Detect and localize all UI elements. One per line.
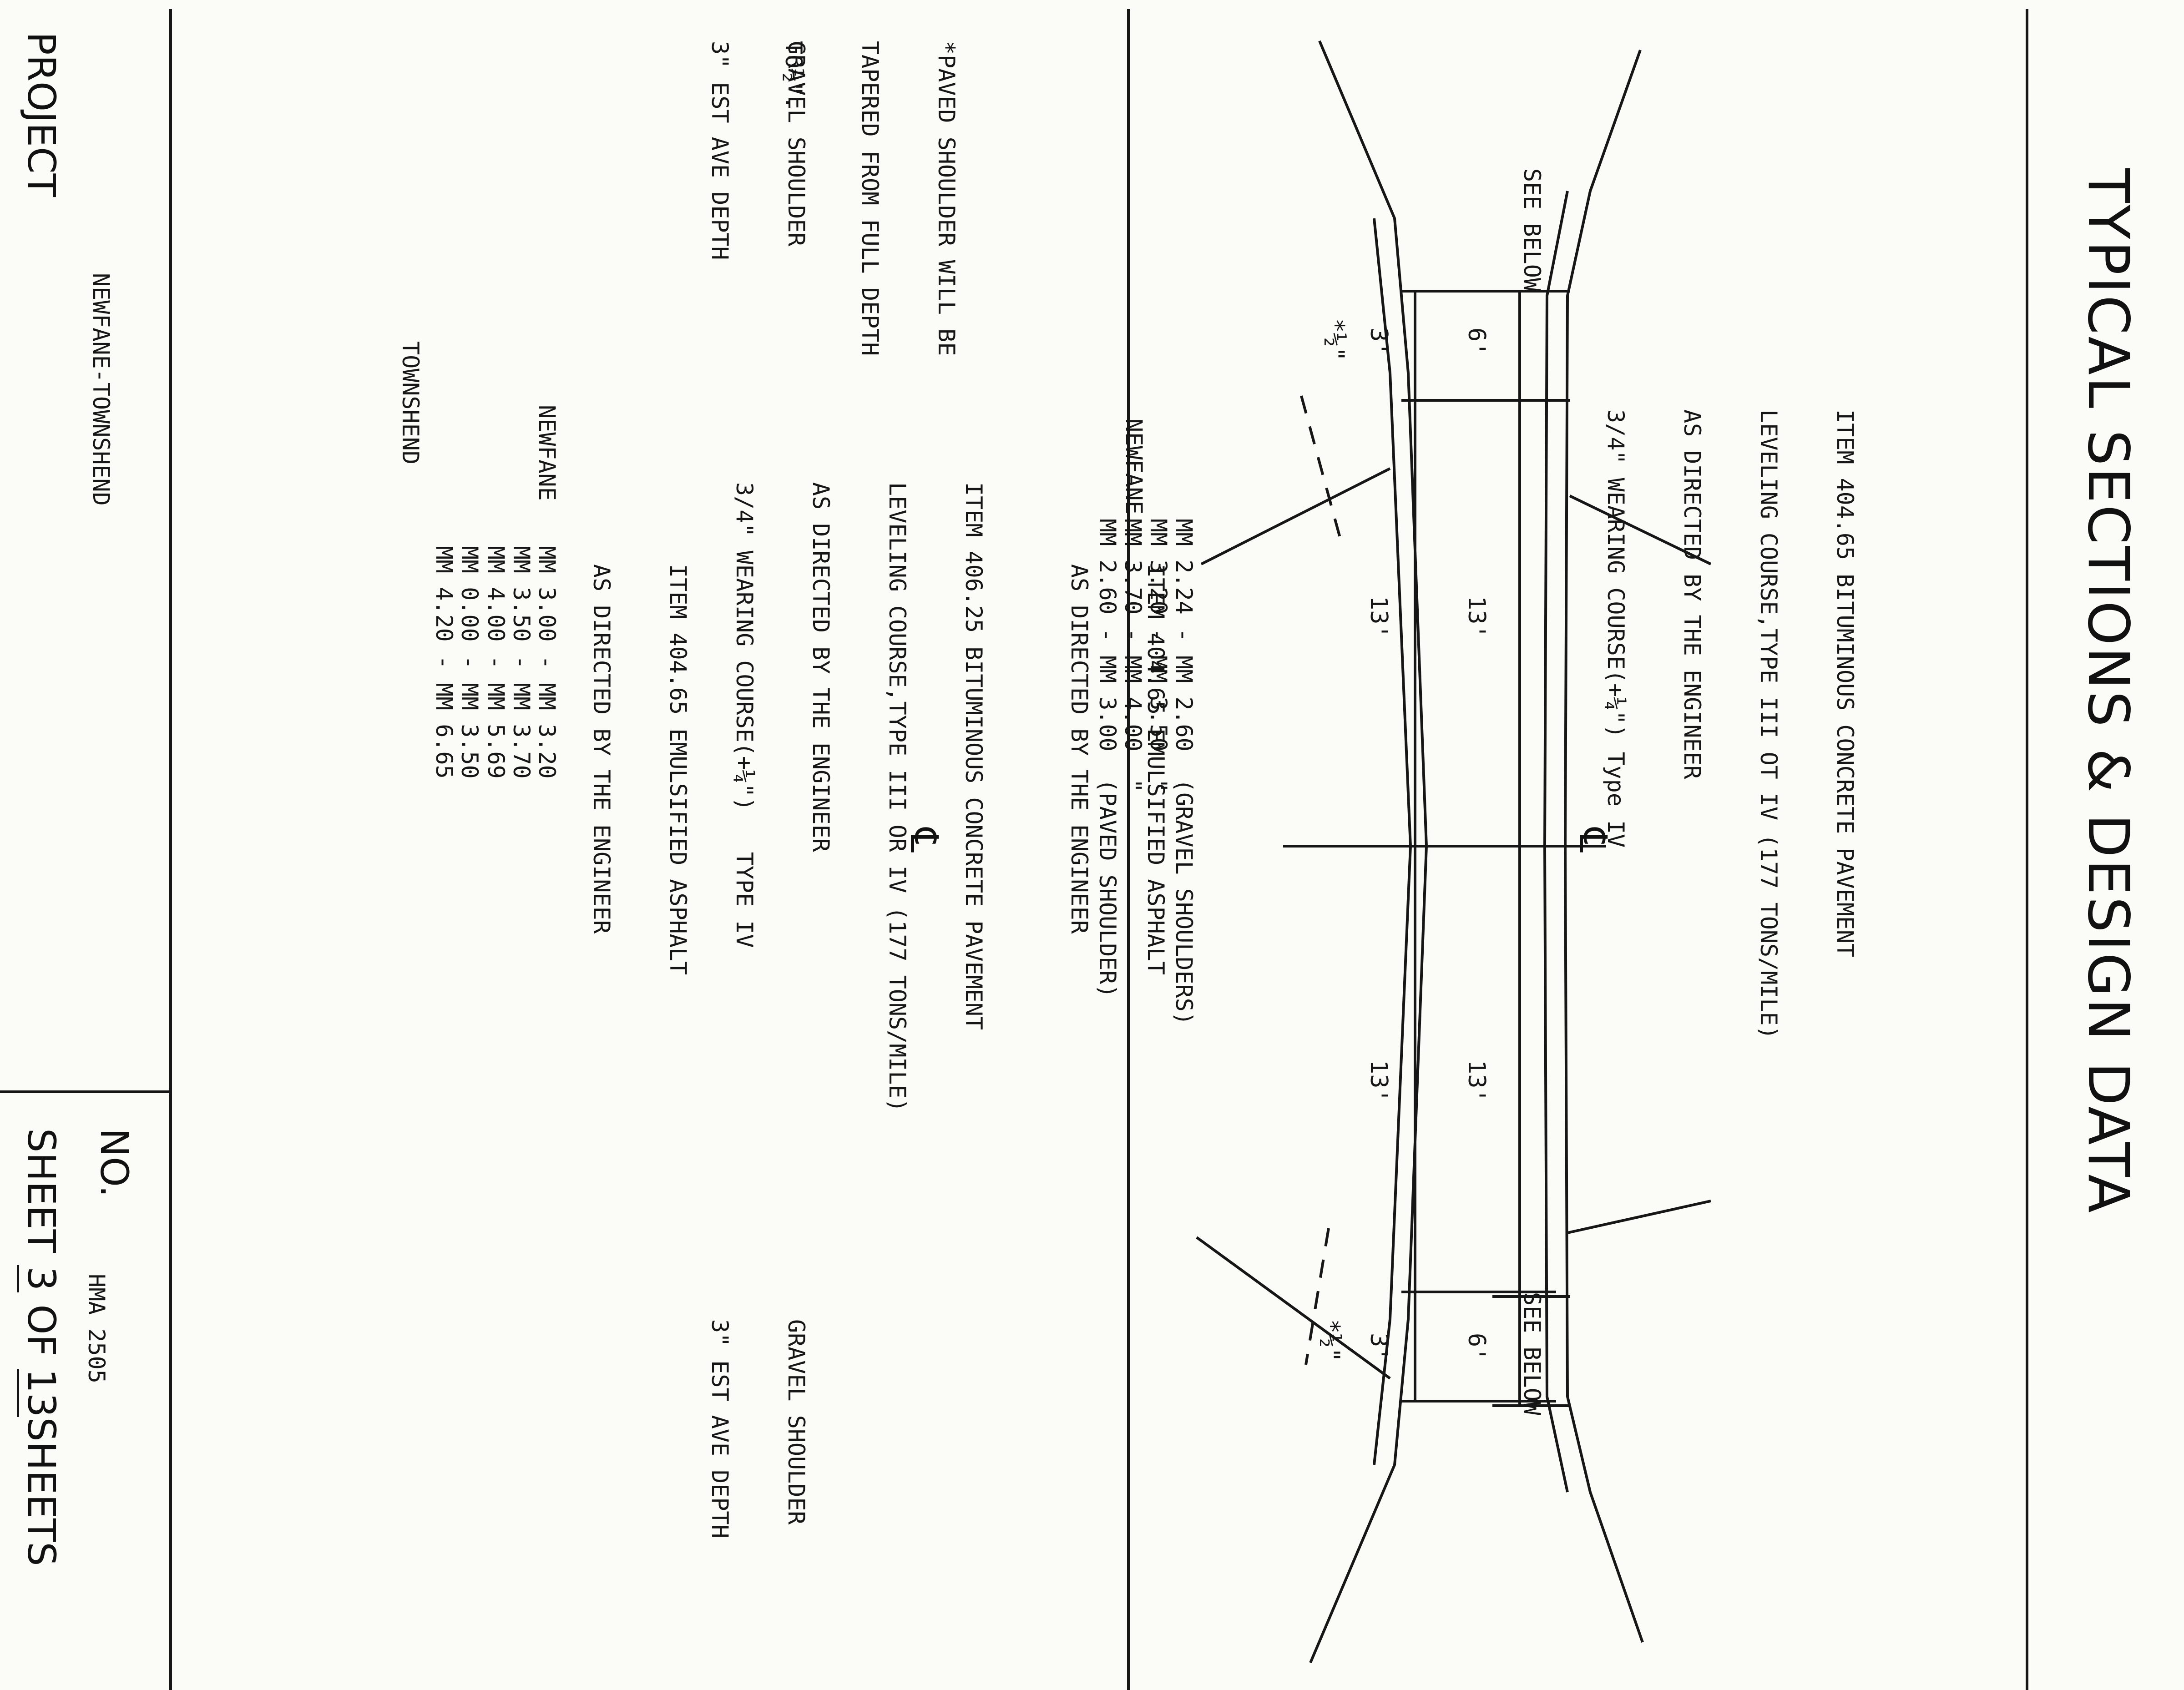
lower-leader-line: [1569, 494, 1712, 565]
upper-newfane-label: NEWFANE: [1121, 419, 1147, 515]
lower-townshend-label: TOWNSHEND: [397, 341, 424, 464]
note-line: ITEM 404.65 BITUMINOUS CONCRETE PAVEMENT: [1832, 409, 1858, 958]
note-line: 3" EST AVE DEPTH: [707, 41, 733, 260]
mm-desc: (PAVED SHOULDER): [1094, 778, 1121, 998]
note-line: 3" EST AVE DEPTH: [707, 1319, 733, 1539]
sheet-number-line: SHEET 3 OF 13SHEETS: [17, 1128, 64, 1566]
upper-lane-dimension-left: 13': [1463, 596, 1490, 639]
mm-desc: ": [1120, 778, 1146, 793]
mm-row: MM 3.00 - MM 3.20: [534, 546, 560, 779]
lower-shoulder-dimension-right: 3': [1365, 1333, 1392, 1362]
upper-centerline-symbol: ℄: [1571, 828, 1615, 853]
sheet-total: 13: [17, 1368, 64, 1418]
sheets-label: SHEETS: [19, 1417, 64, 1566]
note-line: ITEM 404.65 EMULSIFIED ASPHALT: [665, 564, 691, 975]
upper-item-note: ITEM 404.65 BITUMINOUS CONCRETE PAVEMENT…: [1552, 409, 1909, 1039]
lower-lane-dimension-left: 13': [1365, 596, 1392, 639]
upper-road-profile-bottom: [1373, 218, 1412, 1465]
of-label: OF: [19, 1304, 64, 1357]
lower-lane-dimension-right: 13': [1365, 1060, 1392, 1103]
mm-row: MM 3.70 - MM 4.00 ": [1120, 519, 1146, 792]
note-line: ITEM 406.25 BITUMINOUS CONCRETE PAVEMENT: [961, 482, 987, 1030]
taper-mark-left: *½": [1322, 318, 1349, 361]
lower-newfane-label: NEWFANE: [534, 405, 560, 501]
note-line: LEVELING COURSE,TYPE III OT IV (177 TONS…: [1755, 409, 1782, 1039]
see-below-right: SEE BELOW: [1519, 1292, 1545, 1415]
mm-row: MM 0.00 - MM 3.50: [456, 546, 483, 779]
mm-range: MM 3.70 - MM 4.00: [1120, 519, 1146, 752]
mm-desc: ": [1145, 778, 1172, 793]
taper-dash: [1304, 1228, 1330, 1365]
note-line: GRAVEL SHOULDER: [783, 1319, 809, 1525]
see-below-left: SEE BELOW: [1519, 168, 1545, 292]
note-line: LEVELING COURSE,TYPE III OR IV (177 TONS…: [884, 482, 910, 1112]
mm-row: MM 3.20 - MM 3.50 ": [1145, 519, 1172, 793]
mm-range: MM 2.60 - MM 3.00: [1094, 519, 1121, 752]
mm-row: MM 2.24 - MM 2.60 (GRAVEL SHOULDERS): [1171, 519, 1197, 1025]
mm-row: MM 4.20 - MM 6.65: [431, 546, 457, 779]
no-value: HMA 2505: [83, 1274, 110, 1383]
project-name: NEWFANE-TOWNSHEND: [88, 273, 114, 506]
note-line: 3/4" WEARING COURSE(+¼") Type IV: [1603, 409, 1629, 848]
mm-range: MM 2.24 - MM 2.60: [1171, 519, 1197, 752]
upper-leader-line: [1196, 1236, 1391, 1380]
note-line: TAPERED FROM FULL DEPTH: [857, 41, 883, 356]
sheet-label: SHEET: [19, 1128, 64, 1253]
note-line: AS DIRECTED BY THE ENGINEER: [588, 564, 615, 934]
note-line: AS DIRECTED BY THE ENGINEER: [808, 482, 834, 852]
mm-range: MM 3.20 - MM 3.50: [1145, 519, 1172, 752]
lower-shoulder-note-right: GRAVEL SHOULDER 3" EST AVE DEPTH: [656, 1319, 860, 1539]
upper-shoulder-dimension-left: 6': [1463, 328, 1490, 356]
upper-lane-dimension-right: 13': [1463, 1060, 1490, 1103]
upper-shoulder-dimension-right: 6': [1463, 1333, 1490, 1362]
lower-shoulder-note-left: GRAVEL SHOULDER 3" EST AVE DEPTH: [656, 41, 860, 260]
mm-row: MM 3.50 - MM 3.70: [508, 546, 535, 779]
note-line: GRAVEL SHOULDER: [783, 41, 809, 247]
note-line: AS DIRECTED BY THE ENGINEER: [1066, 564, 1092, 934]
lower-shoulder-dimension-left: 3': [1365, 328, 1392, 356]
mm-row: MM 4.00 - MM 5.69: [483, 546, 509, 779]
lower-emulsified-note: ITEM 404.65 EMULSIFIED ASPHALT AS DIRECT…: [538, 564, 742, 975]
lower-leader-line: [1567, 1200, 1711, 1234]
sheet-num: 3: [17, 1265, 64, 1292]
upper-leader-line: [1200, 467, 1391, 565]
no-label: NO.: [92, 1128, 136, 1198]
taper-dash: [1300, 395, 1344, 546]
taper-mark-right: *½": [1317, 1319, 1345, 1362]
mm-desc: (GRAVEL SHOULDERS): [1171, 778, 1197, 1025]
mm-row: MM 2.60 - MM 3.00 (PAVED SHOULDER): [1094, 519, 1121, 998]
note-line: AS DIRECTED BY THE ENGINEER: [1679, 409, 1705, 779]
note-line: *PAVED SHOULDER WILL BE: [933, 41, 960, 356]
project-label: PROJECT: [19, 32, 64, 197]
lower-centerline-symbol: ℄: [902, 828, 946, 853]
drawing-title: TYPICAL SECTIONS & DESIGN DATA: [2075, 168, 2141, 1215]
